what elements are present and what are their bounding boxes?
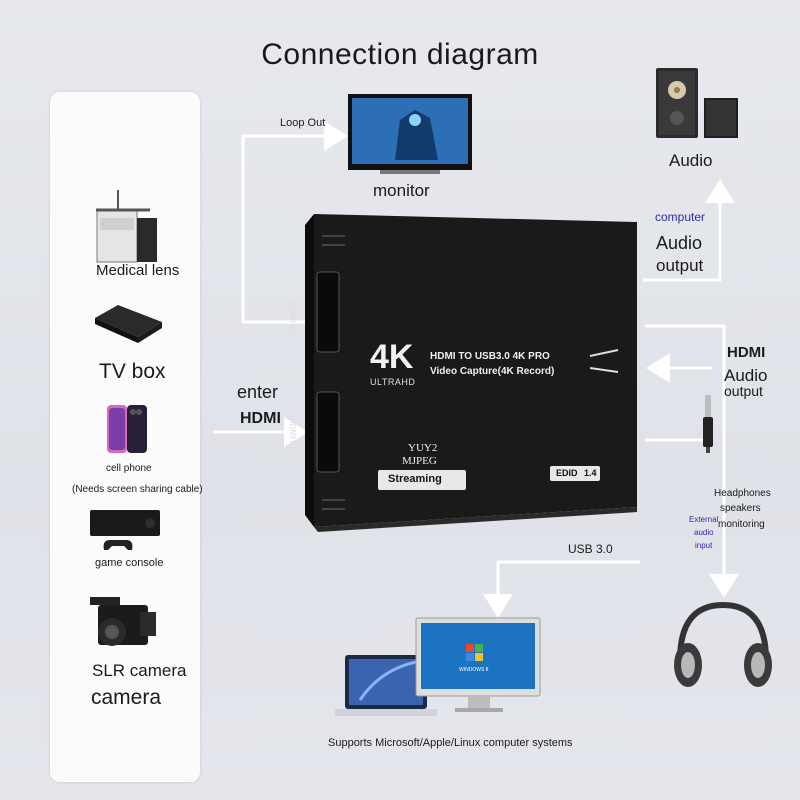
headphones-label-1: Headphones	[714, 488, 771, 499]
loop-out-line	[241, 121, 348, 324]
port-out-label: HDMI OUT	[288, 302, 297, 342]
device-title-line1: HDMI TO USB3.0 4K PRO	[430, 351, 550, 362]
audio-output-line	[643, 179, 735, 282]
audio-jack-icon	[703, 395, 713, 453]
speakers-icon	[656, 68, 738, 138]
computer-audio-label: Audio	[656, 233, 703, 253]
device-4k-logo: 4K	[370, 338, 414, 376]
computer-audio-output-label: output	[656, 256, 704, 275]
cell-phone-icon	[107, 405, 147, 453]
headphones-icon	[674, 601, 772, 687]
slr-camera-label: SLR camera	[92, 661, 187, 680]
camera-label: camera	[91, 686, 162, 709]
tv-box-icon	[95, 305, 162, 343]
cell-phone-note: (Needs screen sharing cable)	[72, 484, 203, 495]
page-title: Connection diagram	[261, 38, 539, 71]
medical-lens-icon	[96, 190, 157, 263]
headphones-label-2: speakers	[720, 503, 761, 514]
hdmi-audio-line	[645, 324, 739, 598]
enter-label: enter	[237, 382, 279, 402]
device-edid-version: 1.4	[584, 468, 597, 478]
game-console-label: game console	[95, 557, 164, 569]
cell-phone-label: cell phone	[106, 463, 152, 474]
port-in-label: HDMI IN	[288, 418, 297, 449]
hdmi-input-label: HDMI	[240, 410, 281, 427]
computer-label: computer	[655, 210, 706, 224]
hdmi-audio-label-2: Audio	[724, 366, 768, 385]
device-mjpeg-label: MJPEG	[402, 455, 437, 467]
monitor-label: monitor	[373, 181, 430, 200]
desktop-monitor-icon	[415, 617, 541, 712]
external-audio-label-1: External	[689, 515, 719, 524]
support-note: Supports Microsoft/Apple/Linux computer …	[328, 737, 573, 749]
device-title-line2: Video Capture(4K Record)	[430, 366, 555, 377]
usb-label: USB 3.0	[568, 542, 613, 556]
external-audio-label-3: input	[695, 541, 713, 550]
usb-line	[483, 560, 640, 618]
audio-label: Audio	[669, 151, 713, 170]
medical-lens-label: Medical lens	[96, 262, 180, 279]
tv-box-label: TV box	[99, 360, 166, 383]
loop-out-label: Loop Out	[280, 117, 326, 129]
laptop-icon	[335, 655, 437, 716]
game-console-icon	[90, 510, 160, 550]
monitor-icon	[348, 94, 472, 174]
device-ultrahd-label: ULTRAHD	[370, 377, 416, 387]
headphones-label-3: monitoring	[718, 519, 765, 530]
hdmi-audio-label-3: output	[724, 383, 763, 399]
hdmi-audio-label-1: HDMI	[727, 344, 766, 361]
device-yuy2-label: YUY2	[408, 442, 438, 454]
screen-os-label: WINDOWS 8	[459, 667, 489, 673]
device-edid-label: EDID	[556, 468, 578, 478]
slr-camera-icon	[90, 597, 156, 646]
external-audio-label-2: audio	[694, 528, 714, 537]
capture-device	[305, 214, 637, 532]
device-streaming-badge: Streaming	[388, 473, 442, 485]
